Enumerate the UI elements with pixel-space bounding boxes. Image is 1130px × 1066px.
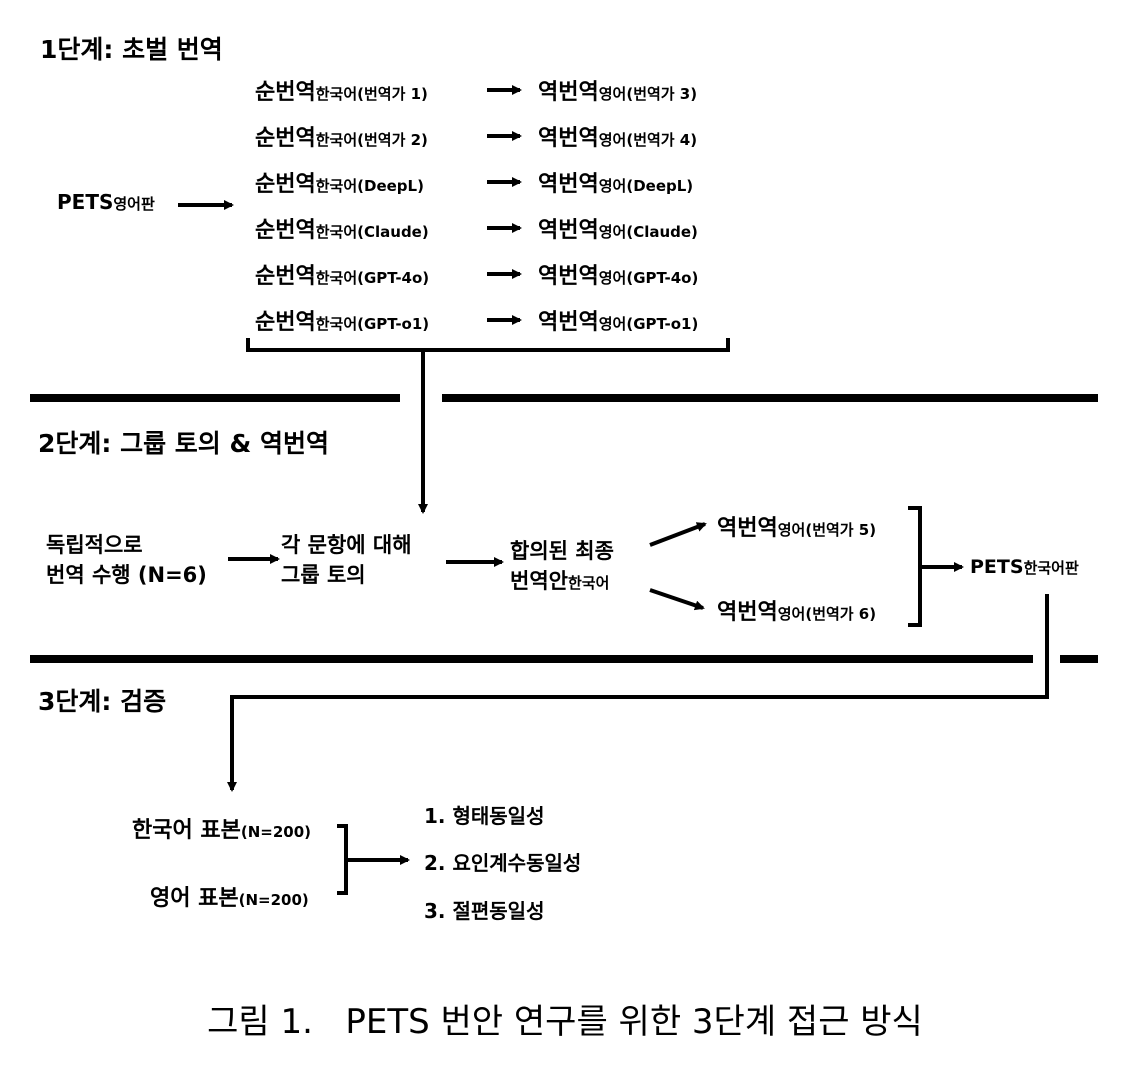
translation-row-3: 순번역한국어(DeepL) 역번역영어(DeepL) <box>255 166 735 198</box>
back-sub: 영어(번역가 4) <box>598 131 698 149</box>
arrow-to-back-bottom <box>649 588 705 611</box>
source-main: PETS <box>57 190 114 214</box>
back-sub: 영어(GPT-o1) <box>598 315 699 333</box>
forward-sub: 한국어(GPT-4o) <box>315 269 430 287</box>
back-label: 역번역 <box>538 310 599 335</box>
back-label: 역번역 <box>538 172 599 197</box>
sample-english-main: 영어 표본 <box>150 886 239 911</box>
figure-caption: 그림 1. PETS 번안 연구를 위한 3단계 접근 방식 <box>207 1002 923 1042</box>
step3-line2: 번역안 <box>510 569 568 593</box>
test-metric: 2. 요인계수동일성 <box>424 851 582 875</box>
test-scalar: 3. 절편동일성 <box>424 899 545 923</box>
back-bottom-sub: 영어(번역가 6) <box>777 605 877 623</box>
forward-label: 순번역 <box>255 172 316 197</box>
forward-label: 순번역 <box>255 126 316 151</box>
arrow-stage2-to-stage3 <box>227 594 1049 792</box>
source-sub: 영어판 <box>113 195 155 213</box>
back-translation-top: 역번역영어(번역가 5) <box>717 510 876 542</box>
forward-label: 순번역 <box>255 218 316 243</box>
source-node: PETS영어판 <box>57 190 155 214</box>
forward-label: 순번역 <box>255 310 316 335</box>
stage1-title: 1단계: 초벌 번역 <box>40 35 223 64</box>
stage2-title: 2단계: 그룹 토의 & 역번역 <box>38 429 330 458</box>
result-sub: 한국어판 <box>1023 559 1079 577</box>
forward-label: 순번역 <box>255 80 316 105</box>
back-label: 역번역 <box>538 126 599 151</box>
step3-line1: 합의된 최종 <box>510 539 614 563</box>
test-configural: 1. 형태동일성 <box>424 804 545 828</box>
forward-sub: 한국어(번역가 1) <box>315 85 428 103</box>
back-sub: 영어(번역가 3) <box>598 85 698 103</box>
step1-line1: 독립적으로 <box>46 533 143 557</box>
back-sub: 영어(GPT-4o) <box>598 269 699 287</box>
sample-english-sub: (N=200) <box>238 891 309 909</box>
step1-line2: 번역 수행 (N=6) <box>46 563 207 587</box>
back-top-sub: 영어(번역가 5) <box>777 521 877 539</box>
step-final-draft: 합의된 최종 번역안한국어 <box>510 536 614 598</box>
forward-sub: 한국어(번역가 2) <box>315 131 428 149</box>
translation-row-6: 순번역한국어(GPT-o1) 역번역영어(GPT-o1) <box>255 304 735 336</box>
step-group-discussion: 각 문항에 대해 그룹 토의 <box>281 530 412 590</box>
step-independent-translation: 독립적으로 번역 수행 (N=6) <box>46 530 207 590</box>
forward-sub: 한국어(DeepL) <box>315 177 424 195</box>
translation-row-5: 순번역한국어(GPT-4o) 역번역영어(GPT-4o) <box>255 258 735 290</box>
samples-bracket <box>337 824 348 895</box>
arrow-to-back-top <box>649 522 707 547</box>
back-label: 역번역 <box>538 80 599 105</box>
forward-sub: 한국어(GPT-o1) <box>315 315 430 333</box>
back-label: 역번역 <box>538 218 599 243</box>
sample-korean: 한국어 표본(N=200) <box>132 812 311 844</box>
result-main: PETS <box>970 556 1024 578</box>
result-node: PETS한국어판 <box>970 556 1079 578</box>
back-label: 역번역 <box>538 264 599 289</box>
translation-row-4: 순번역한국어(Claude) 역번역영어(Claude) <box>255 212 735 244</box>
step3-line2-sub: 한국어 <box>567 574 610 592</box>
forward-sub: 한국어(Claude) <box>315 223 429 241</box>
rows-bracket <box>246 338 730 352</box>
back-bottom-main: 역번역 <box>717 600 778 625</box>
step2-line1: 각 문항에 대해 <box>281 533 412 557</box>
back-sub: 영어(Claude) <box>598 223 698 241</box>
translation-row-1: 순번역한국어(번역가 1) 역번역영어(번역가 3) <box>255 74 735 106</box>
back-sub: 영어(DeepL) <box>598 177 694 195</box>
sample-english: 영어 표본(N=200) <box>150 880 309 912</box>
step2-line2: 그룹 토의 <box>281 563 366 587</box>
back-top-main: 역번역 <box>717 516 778 541</box>
translation-row-2: 순번역한국어(번역가 2) 역번역영어(번역가 4) <box>255 120 735 152</box>
stage3-title: 3단계: 검증 <box>38 687 167 716</box>
forward-label: 순번역 <box>255 264 316 289</box>
back-translation-bottom: 역번역영어(번역가 6) <box>717 594 876 626</box>
sample-korean-main: 한국어 표본 <box>132 818 241 843</box>
back-bracket <box>908 506 922 627</box>
sample-korean-sub: (N=200) <box>240 823 312 841</box>
